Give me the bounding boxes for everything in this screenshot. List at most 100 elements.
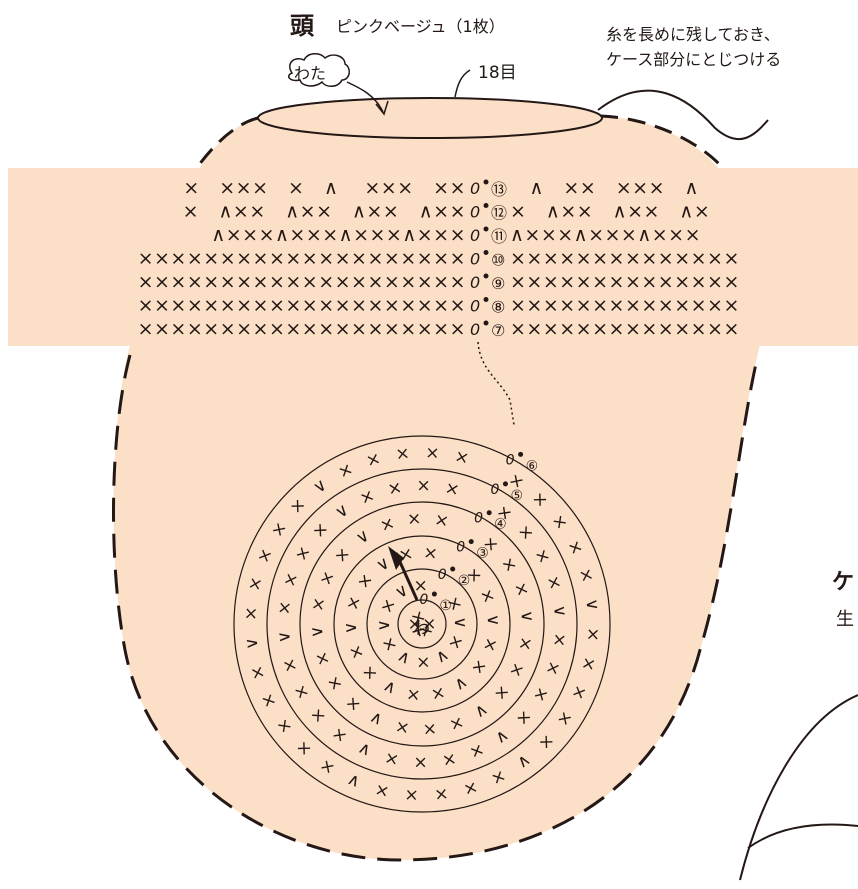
round-stitch: × (447, 711, 467, 735)
start-arrowhead (388, 546, 404, 570)
round-stitch: × (246, 663, 269, 682)
round-stitch: ∨ (374, 619, 394, 632)
round-stitch: × (416, 476, 430, 496)
round-stitch: × (440, 748, 458, 770)
round-number: ⑬ (491, 180, 507, 199)
round-start-dot (483, 320, 489, 326)
yarn-note: 糸を長めに残しておき、 ケース部分にとじつける (606, 22, 781, 72)
chain-stitch: 0 (490, 482, 499, 498)
row-stitches-left: ∧×××∧×××∧×××∧××× (211, 224, 466, 246)
round-stitch: × (279, 655, 302, 675)
round-stitch: × (241, 606, 262, 621)
round-stitch: ∨ (516, 609, 537, 623)
round-number: ⑫ (491, 204, 507, 223)
round-stitch: × (416, 652, 431, 672)
round-stitch: × (342, 594, 365, 613)
round-circle-6 (233, 435, 611, 813)
round-number: ⑪ (491, 227, 507, 246)
round-stitch: ∨ (341, 621, 362, 635)
chain-stitch: 0 (470, 273, 480, 292)
stitch-count-label: 18目 (478, 63, 517, 83)
round-stitch: × (419, 617, 439, 632)
round-circle-2 (366, 568, 478, 680)
round-stitch: ∨ (483, 613, 504, 627)
round-stitch: × (443, 478, 461, 501)
row-stitches-right: ×××××××××××××× (510, 271, 740, 293)
round-stitch: × (433, 510, 451, 532)
stuffing-arrow (346, 81, 384, 113)
round-stitch: × (582, 627, 603, 642)
round-stitch: × (377, 513, 397, 537)
round-stitch: × (413, 752, 427, 772)
head-outline-top-left (190, 116, 259, 176)
round-stitch: × (461, 776, 480, 799)
round-stitch: × (386, 477, 404, 499)
round-stitch: × (413, 576, 428, 596)
round-number: ⑨ (491, 274, 505, 293)
chain-stitch: 0 (470, 179, 480, 198)
round-start-dot (431, 591, 437, 597)
round-stitch: ∨ (581, 597, 602, 612)
round-number: ⑩ (491, 251, 505, 270)
piece-title: 頭 (290, 12, 314, 40)
cut-off-subheading: 生 (836, 609, 854, 630)
round-stitch: × (311, 649, 335, 669)
round-stitch: × (364, 448, 383, 471)
round-number: ⑧ (491, 298, 505, 317)
round-start-dot (483, 250, 489, 255)
round-stitch: × (542, 573, 565, 593)
round-stitch: × (394, 716, 412, 738)
round-number: ① (439, 598, 452, 614)
round-stitch: × (406, 509, 422, 530)
round-circle-1 (397, 599, 447, 649)
round-stitch: × (394, 443, 410, 464)
round-stitch: × (548, 632, 570, 648)
round-start-dot (518, 451, 524, 457)
rows-band (8, 168, 858, 346)
chain-stitch: 0 (470, 226, 480, 245)
round-start-dot (468, 539, 474, 545)
stitch-count-leader (454, 69, 471, 98)
round-start-dot (483, 273, 489, 279)
round-stitch: × (514, 635, 536, 653)
chain-stitch: 0 (470, 250, 480, 269)
row-stitches-left: ×××××××××××××××××××× (138, 295, 466, 317)
chain-stitch: 0 (470, 203, 480, 222)
round-stitch: ∨ (274, 630, 295, 644)
yarn-note-line-1: 糸を長めに残しておき、 (606, 25, 780, 44)
row-stitches-left: × ∧×× ∧×× ∧×× ∧×× (183, 201, 466, 223)
stuffing-label: わた (294, 64, 327, 83)
round-stitch: ∨ (549, 604, 570, 618)
round-stitch: ∨ (241, 636, 262, 651)
round-stitch: × (478, 635, 501, 654)
row-stitches-left: ×××××××××××××××××××× (138, 271, 466, 293)
chain-stitch: 0 (456, 540, 465, 556)
round-start-dot (483, 226, 489, 232)
round-start-dot (483, 179, 489, 185)
row-stitches-left: ×××××××××××××××××××× (138, 248, 466, 270)
round-stitch: × (279, 570, 303, 590)
round-stitch: × (574, 566, 597, 585)
round-start-dot (483, 203, 489, 208)
chain-stitch: 0 (438, 567, 447, 583)
chain-stitch: 0 (470, 297, 480, 316)
round-stitch: × (308, 596, 330, 614)
round-stitch: × (405, 684, 422, 706)
round-stitch: × (383, 747, 401, 770)
round-stitch: × (373, 779, 392, 802)
yarn-tail (597, 89, 769, 141)
row-stitches-left: ×××××××××××××××××××× (138, 318, 466, 340)
case-piece-outline (739, 694, 858, 881)
round-stitch: × (397, 543, 415, 566)
row-stitches-right: ∧×××∧×××∧××× (510, 224, 701, 246)
round-stitch: × (422, 718, 438, 739)
head-lower-shape (113, 345, 760, 860)
round-circle-5 (266, 468, 578, 780)
round-start-dot (450, 566, 456, 572)
round-circle-3 (333, 535, 511, 713)
head-outline-bottom (112, 354, 760, 862)
round-start-dot (483, 297, 489, 302)
round-number: ④ (494, 517, 507, 533)
round-stitch: × (433, 783, 449, 804)
